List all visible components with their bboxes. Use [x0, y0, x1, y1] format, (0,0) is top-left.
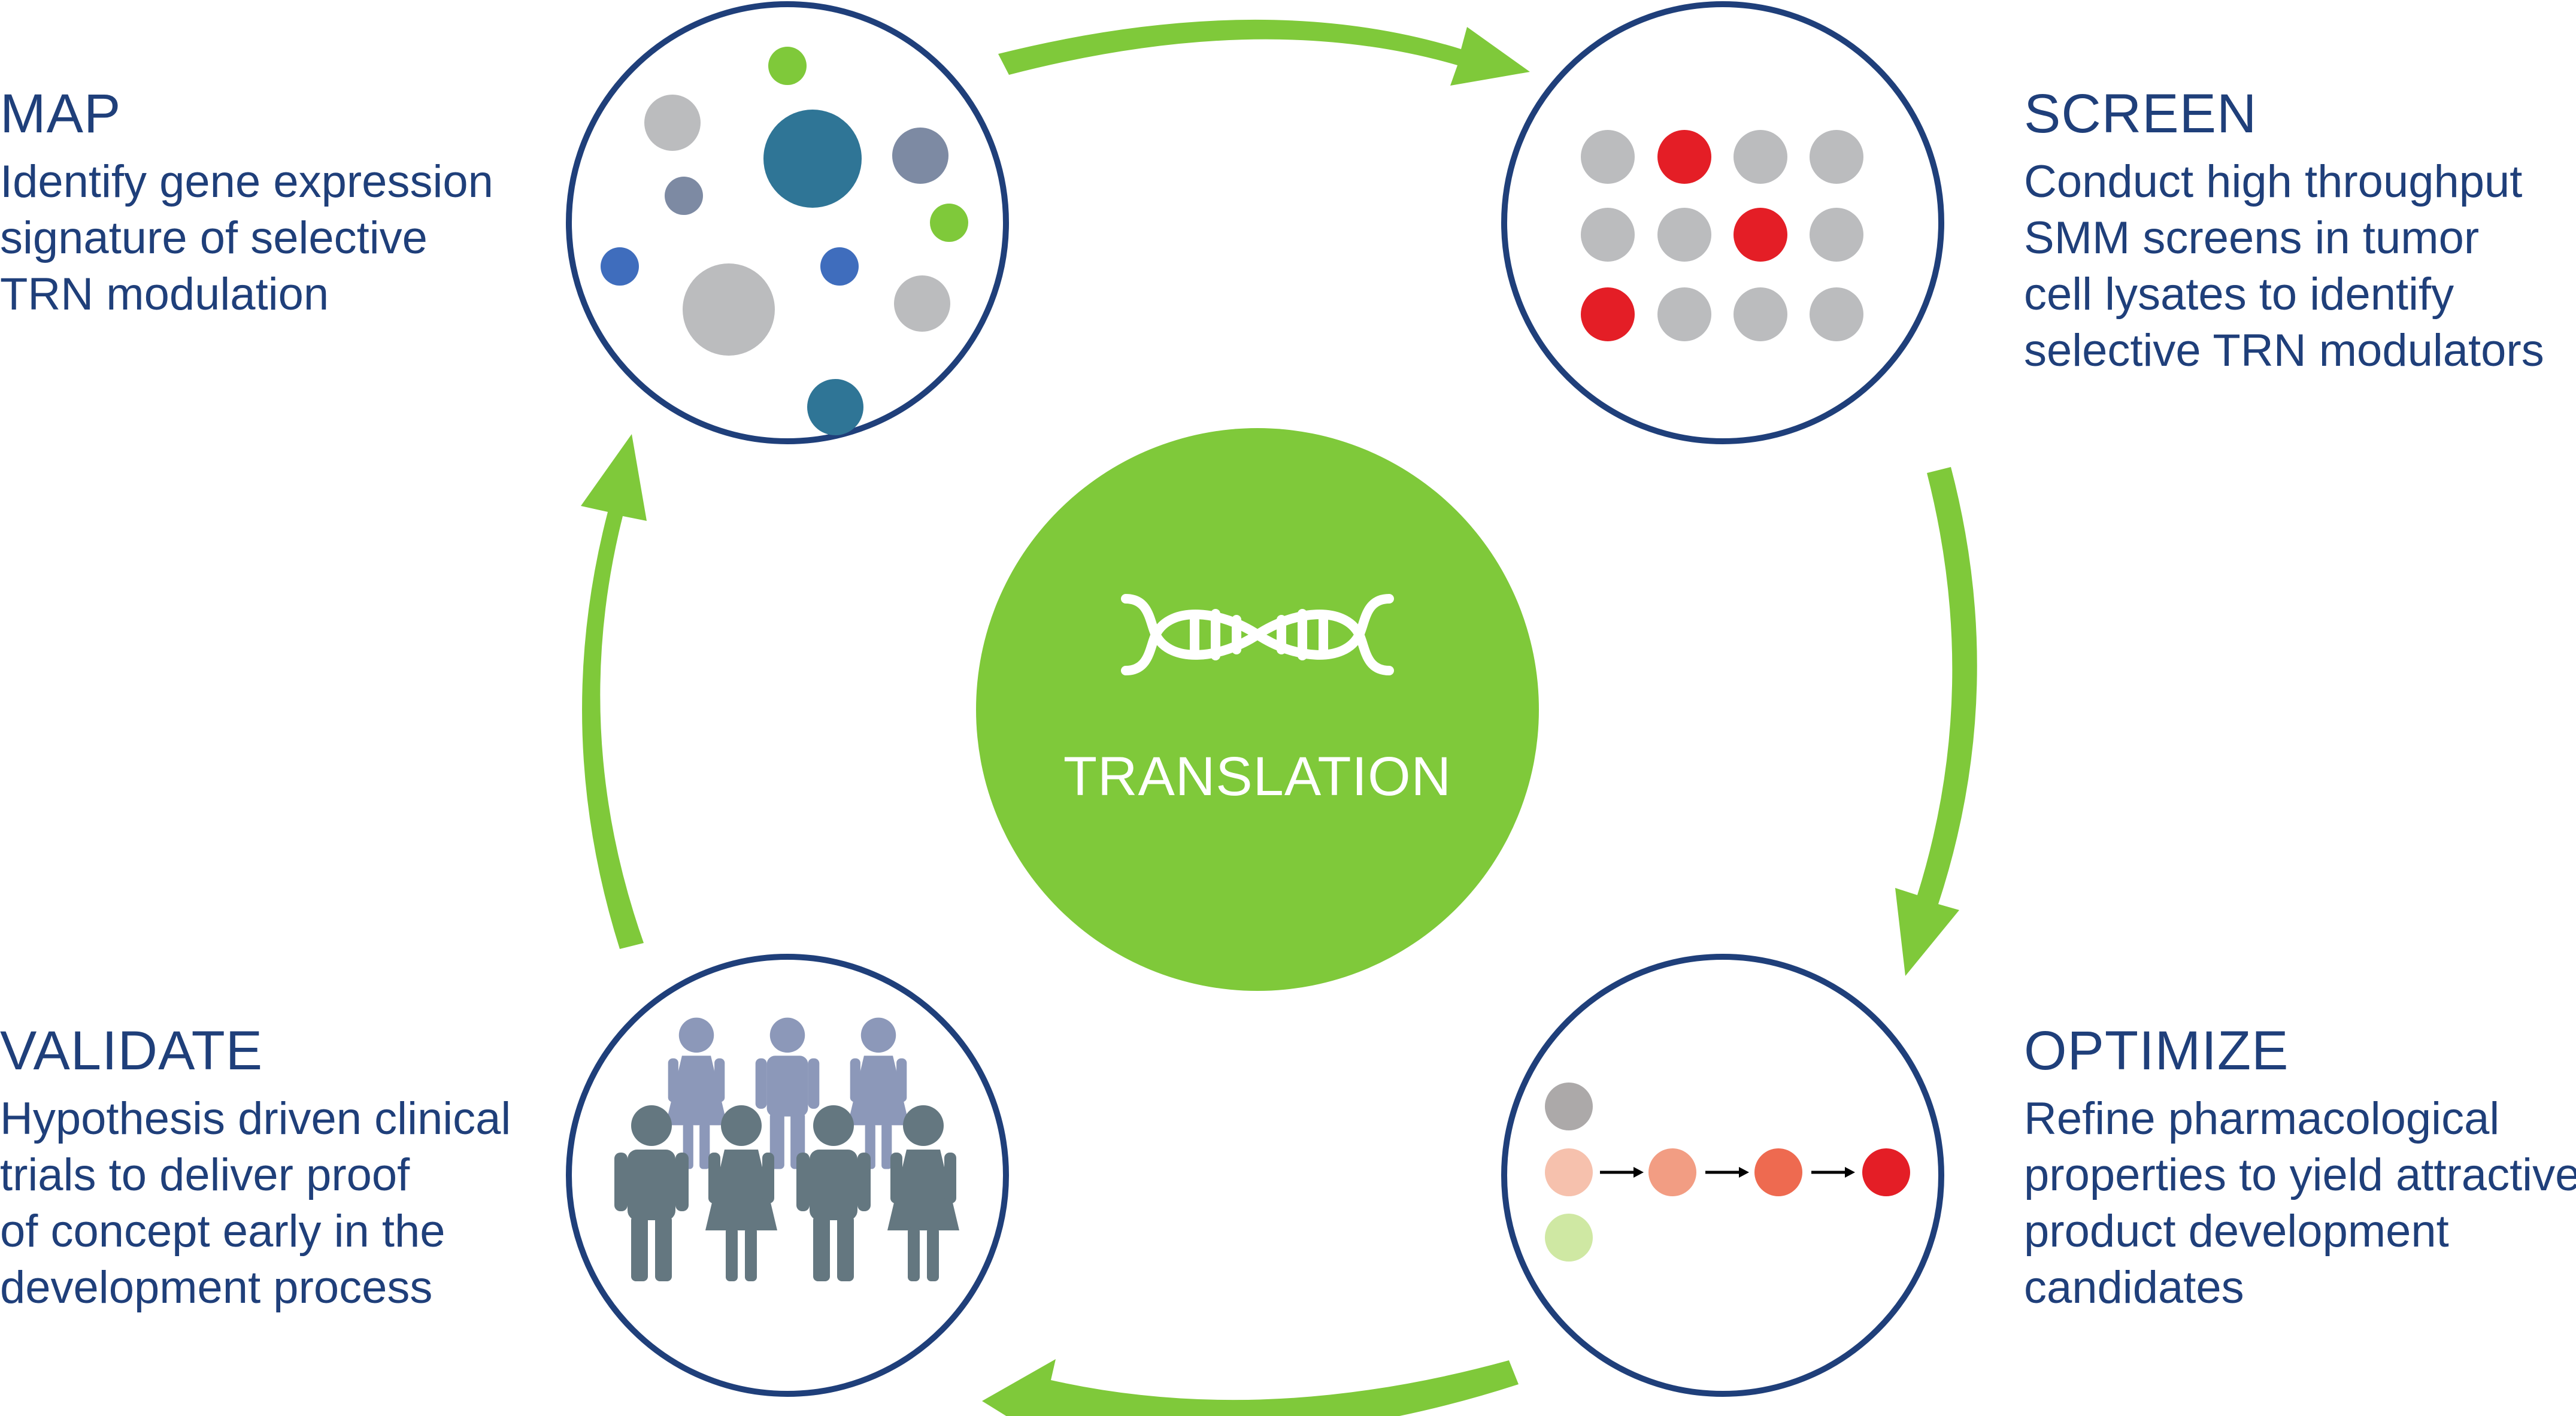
arrow-map-to-screen	[998, 19, 1530, 86]
stage-line: candidates	[2024, 1262, 2244, 1313]
stage-line: trials to deliver proof	[0, 1150, 410, 1200]
stage-title-map: MAP	[0, 83, 122, 144]
map-dot	[820, 247, 859, 286]
stage-line: Conduct high throughput	[2024, 156, 2523, 207]
screen-well	[1734, 130, 1787, 184]
stage-title-optimize: OPTIMIZE	[2024, 1020, 2289, 1081]
stage-line: Hypothesis driven clinical	[0, 1093, 511, 1144]
screen-well	[1581, 208, 1635, 262]
stage-line: product development	[2024, 1206, 2449, 1257]
optimize-dot	[1648, 1148, 1696, 1196]
dna-icon	[1121, 594, 1394, 675]
screen-well-grid	[1581, 130, 1863, 341]
map-stage-text: MAP Identify gene expression signature o…	[0, 81, 493, 323]
map-dot	[807, 379, 863, 435]
arrow-optimize-to-validate	[982, 1359, 1519, 1416]
stage-line: Refine pharmacological	[2024, 1093, 2500, 1144]
stage-line: SMM screens in tumor	[2024, 213, 2480, 263]
map-dot	[763, 110, 862, 208]
screen-well	[1734, 287, 1787, 341]
optimize-stage-text: OPTIMIZE Refine pharmacological properti…	[2024, 1018, 2576, 1316]
screen-well-hit	[1734, 208, 1787, 262]
arrow-validate-to-map	[581, 434, 647, 949]
screen-well	[1581, 130, 1635, 184]
stage-line: properties to yield attractive	[2024, 1150, 2576, 1200]
optimize-circle	[1501, 954, 1944, 1397]
map-dot	[768, 47, 807, 85]
optimize-dot	[1545, 1148, 1593, 1196]
map-dot	[683, 263, 775, 356]
screen-well	[1810, 130, 1863, 184]
stage-line: development process	[0, 1262, 433, 1313]
map-dot	[892, 128, 948, 184]
optimize-dot	[1545, 1214, 1593, 1262]
screen-well	[1657, 287, 1711, 341]
center-label: TRANSLATION	[1063, 746, 1452, 807]
stage-title-validate: VALIDATE	[0, 1020, 263, 1081]
map-dot	[601, 247, 639, 286]
map-dot	[930, 204, 968, 242]
optimize-dot	[1862, 1148, 1910, 1196]
stage-line: cell lysates to identify	[2024, 269, 2454, 320]
screen-well-hit	[1581, 287, 1635, 341]
screen-well	[1657, 208, 1711, 262]
validate-circle	[566, 954, 1009, 1397]
map-dot	[644, 95, 701, 151]
stage-line: signature of selective	[0, 213, 428, 263]
stage-line: selective TRN modulators	[2024, 325, 2544, 376]
arrow-screen-to-optimize	[1895, 467, 1977, 976]
optimize-dot	[1545, 1083, 1593, 1130]
map-circle	[566, 1, 1009, 444]
cycle-arrows	[581, 19, 1977, 1416]
screen-stage-text: SCREEN Conduct high throughput SMM scree…	[2024, 81, 2544, 379]
arrow-icon	[1600, 1167, 1855, 1178]
screen-circle	[1501, 1, 1944, 444]
map-dot	[665, 177, 703, 215]
stage-line: Identify gene expression	[0, 156, 493, 207]
stage-line: of concept early in the	[0, 1206, 446, 1257]
screen-well	[1810, 208, 1863, 262]
stage-line: TRN modulation	[0, 269, 329, 320]
translation-hub	[976, 428, 1539, 991]
screen-well-hit	[1657, 130, 1711, 184]
map-dot	[894, 275, 950, 332]
optimize-dot	[1754, 1148, 1802, 1196]
stage-title-screen: SCREEN	[2024, 83, 2257, 144]
screen-well	[1810, 287, 1863, 341]
validate-stage-text: VALIDATE Hypothesis driven clinical tria…	[0, 1018, 511, 1316]
